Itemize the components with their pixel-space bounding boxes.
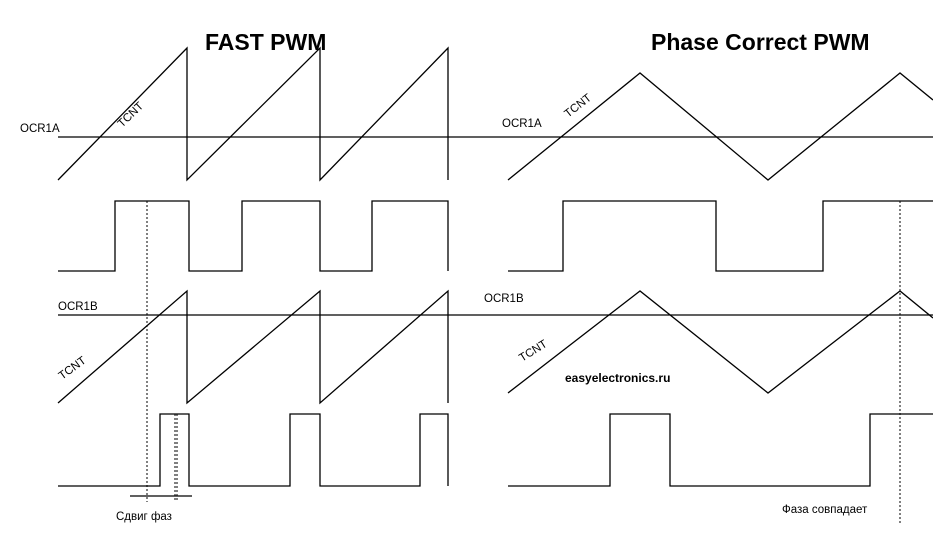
tcnt-label-bottom-right: TCNT xyxy=(517,338,549,364)
oc1b-output-fast xyxy=(58,414,448,486)
ocr1b-label-right: OCR1B xyxy=(484,293,524,305)
tcnt-label-top-right: TCNT xyxy=(562,92,594,120)
phase-match-label: Фаза совпадает xyxy=(782,504,868,516)
ocr1a-label-left: OCR1A xyxy=(20,123,60,135)
oc1b-output-phase xyxy=(508,414,933,486)
tcnt-label-bottom-left: TCNT xyxy=(57,355,89,383)
oc1a-output-fast xyxy=(58,201,448,271)
ocr1b-label-left: OCR1B xyxy=(58,301,98,313)
fast-pwm-title: FAST PWM xyxy=(205,29,326,55)
tcnt-triangle-top xyxy=(508,73,933,180)
phase-shift-label: Сдвиг фаз xyxy=(116,511,172,523)
ocr1a-label-right: OCR1A xyxy=(502,118,542,130)
phase-correct-pwm-title: Phase Correct PWM xyxy=(651,29,870,55)
tcnt-sawtooth-top xyxy=(58,48,448,180)
watermark-text: easyelectronics.ru xyxy=(565,371,670,385)
tcnt-sawtooth-bottom xyxy=(58,291,448,403)
oc1a-output-phase xyxy=(508,201,933,271)
